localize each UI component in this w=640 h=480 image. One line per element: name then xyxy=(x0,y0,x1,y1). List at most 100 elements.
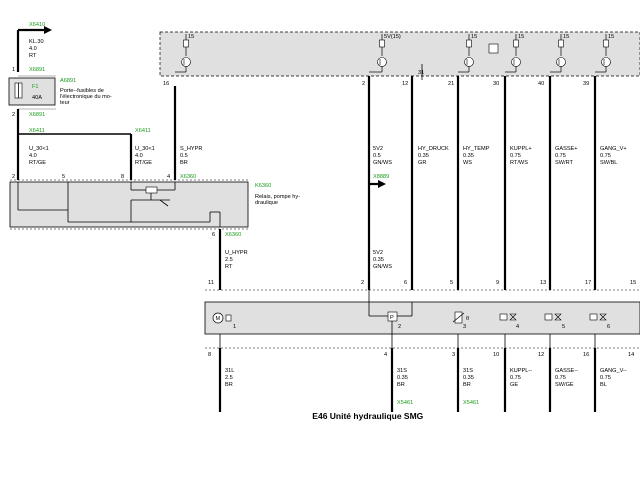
wire-color: GE xyxy=(510,382,518,388)
wire-name: HY_TEMP xyxy=(463,146,490,152)
wire-color: BR xyxy=(225,382,233,388)
pin-label: 16 xyxy=(163,81,169,87)
connector-x6411: X6411 xyxy=(29,128,45,134)
ecu-output-driver: 15 xyxy=(505,34,524,73)
mid-wire-labels: 5V2 0.5 GN/WS HY_DRUCK 0.35 GR HY_TEMP 0… xyxy=(373,146,627,270)
diagram-title: E46 Unité hydraulique SMG xyxy=(312,411,423,421)
wire-u-hypr: U_HYPR 2.5 RT xyxy=(218,229,248,290)
wire-name: U_HYPR xyxy=(225,250,248,256)
fuse-ref: A6891 xyxy=(60,78,76,84)
wire-size: 0.75 xyxy=(555,375,566,381)
wire-size: 0.35 xyxy=(463,375,474,381)
pin-label: 5 xyxy=(450,280,453,286)
pin-label: 13 xyxy=(540,280,546,286)
pin-label: 1 xyxy=(12,67,15,73)
pin-label: 9 xyxy=(496,280,499,286)
wire-name: U_30<1 xyxy=(135,146,155,152)
relay-desc: Relais, pompe hy- xyxy=(255,194,300,200)
connector-x6891: X6891 xyxy=(29,67,45,73)
wire-color: RT/GE xyxy=(29,160,46,166)
wire-kl30-color: RT xyxy=(29,53,37,59)
wire-size: 4.0 xyxy=(135,153,143,159)
wire-name: 31S xyxy=(463,368,473,374)
pin-label: 12 xyxy=(538,352,544,358)
wire-color: BR xyxy=(463,382,471,388)
connector-x6411: X6411 xyxy=(135,128,151,134)
pin-label: 40 xyxy=(538,81,544,87)
ecu-supply-label: 15 xyxy=(188,34,194,40)
wire-name: HY_DRUCK xyxy=(418,146,449,152)
connector-x6360: X6360 xyxy=(225,232,241,238)
wire-size: 0.75 xyxy=(600,153,611,159)
pin-label: 31 xyxy=(418,70,424,76)
pin-label: 2 xyxy=(12,112,15,118)
pin-label: 4 xyxy=(384,352,387,358)
signal-wires: X8889 xyxy=(367,76,597,290)
pin-label: 39 xyxy=(583,81,589,87)
wire-name: KUPPL-- xyxy=(510,368,532,374)
wire-color: SW/BL xyxy=(600,160,617,166)
pin-label: 14 xyxy=(628,352,634,358)
relay-desc: draulique xyxy=(255,200,278,206)
connector-x6891: X6891 xyxy=(29,112,45,118)
pin-label: 10 xyxy=(493,352,499,358)
wire-size: 0.35 xyxy=(397,375,408,381)
ecu-output-driver: 15 xyxy=(550,34,569,73)
pin-label: 6 xyxy=(404,280,407,286)
ecu-output-driver: 15 xyxy=(595,34,614,73)
component-label: 4 xyxy=(516,324,519,330)
bottom-wires xyxy=(218,290,597,412)
temp-sensor-symbol: θ xyxy=(466,316,469,322)
pin-label: 3 xyxy=(452,352,455,358)
fuse-desc: Porte--fusibles de xyxy=(60,88,104,94)
wire-size: 0.5 xyxy=(180,153,188,159)
wire-name: GASSE+ xyxy=(555,146,578,152)
component-label: 6 xyxy=(607,324,610,330)
hydraulic-unit: 11 2 6 5 9 13 17 15 M 1 P 2 θ 3 xyxy=(204,280,640,358)
ecu-block: 15 5V(15) 15 15 15 15 31 xyxy=(159,31,640,80)
wire-color: BR xyxy=(397,382,405,388)
ecu-sensor-input-symbol xyxy=(488,43,499,54)
wire-size: 2.5 xyxy=(225,375,233,381)
component-label: 3 xyxy=(463,324,466,330)
ecu-supply-label: 15 xyxy=(563,34,569,40)
connector-x5461: X5461 xyxy=(463,400,479,406)
wire-size: 0.75 xyxy=(555,153,566,159)
ecu-output-driver: 5V(15) xyxy=(369,34,401,73)
component-label: 2 xyxy=(398,324,401,330)
wire-kl30-name: KL.30 xyxy=(29,39,44,45)
pressure-sensor-symbol: P xyxy=(390,315,394,321)
pin-label: 2 xyxy=(361,280,364,286)
pin-label: 8 xyxy=(121,174,124,180)
wire-color: GN/WS xyxy=(373,264,392,270)
wire-size: 4.0 xyxy=(29,153,37,159)
pin-label: 2 xyxy=(12,174,15,180)
kl30-feed: X6410 KL.30 4.0 RT 1 X6891 xyxy=(12,22,52,73)
ecu-supply-label: 15 xyxy=(608,34,614,40)
valve-symbols xyxy=(499,313,607,321)
connector-x5461: X5461 xyxy=(397,400,413,406)
pin-label: 17 xyxy=(585,280,591,286)
wire-name: 5V2 xyxy=(373,250,383,256)
ecu-supply-label: 15 xyxy=(518,34,524,40)
pin-label: 4 xyxy=(167,174,170,180)
fuse-desc: l'électronique du mo- xyxy=(60,94,112,100)
connector-x6360: X6360 xyxy=(180,174,196,180)
wire-s-hypr: S_HYPR 0.5 BR xyxy=(173,86,202,180)
ecu-output-driver: 15 xyxy=(458,34,477,73)
connector-x6410: X6410 xyxy=(29,22,45,28)
wire-color: BL xyxy=(600,382,607,388)
ecu-output-driver: 15 xyxy=(175,34,194,73)
pin-label: 15 xyxy=(630,280,636,286)
component-label: 1 xyxy=(233,324,236,330)
pin-label: 5 xyxy=(62,174,65,180)
wire-color: WS xyxy=(463,160,472,166)
wire-size: 0.35 xyxy=(418,153,429,159)
connector-x8889: X8889 xyxy=(373,174,389,180)
wire-color: GR xyxy=(418,160,426,166)
relay-ref: K6360 xyxy=(255,183,271,189)
ecu-supply-label: 15 xyxy=(471,34,477,40)
wire-name: GANG_V+ xyxy=(600,146,627,152)
wire-name: 31L xyxy=(225,368,234,374)
